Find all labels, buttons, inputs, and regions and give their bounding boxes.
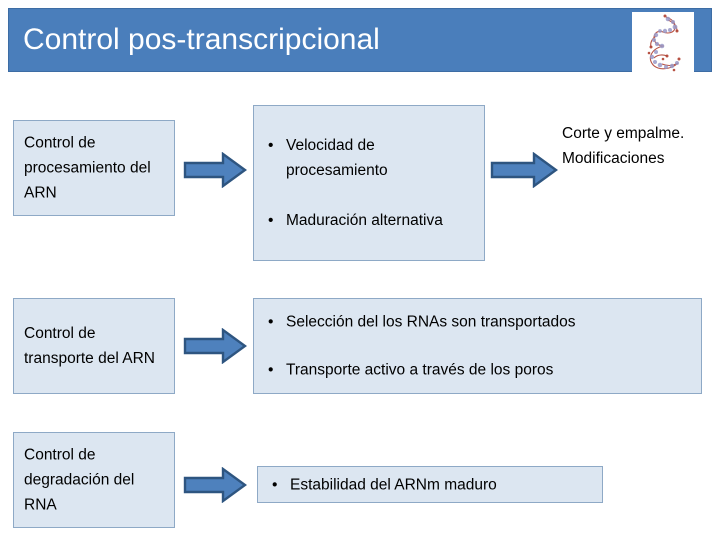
list-item: Maduración alternativa xyxy=(264,208,478,233)
stage-box-degradation[interactable]: Control de degradación del RNA xyxy=(13,432,175,528)
detail-box-degradation[interactable]: Estabilidad del ARNm maduro xyxy=(257,466,603,503)
stage-box-processing[interactable]: Control de procesamiento del ARN xyxy=(13,120,175,216)
stage-box-degradation-label: Control de degradación del RNA xyxy=(24,446,135,514)
list-item: Selección del los RNAs son transportados xyxy=(264,310,695,335)
detail-box-processing[interactable]: Velocidad de procesamiento Maduración al… xyxy=(253,105,485,261)
bullet-list: Selección del los RNAs son transportados… xyxy=(264,310,695,383)
stage-box-transport-label: Control de transporte del ARN xyxy=(24,325,155,367)
detail-box-transport-list: Selección del los RNAs son transportados… xyxy=(264,310,695,383)
list-item: Estabilidad del ARNm maduro xyxy=(268,472,596,497)
detail-box-transport[interactable]: Selección del los RNAs son transportados… xyxy=(253,298,702,394)
stage-box-transport[interactable]: Control de transporte del ARN xyxy=(13,298,175,394)
list-item: Velocidad de procesamiento xyxy=(264,133,478,183)
detail-box-processing-list: Velocidad de procesamiento Maduración al… xyxy=(264,133,478,233)
bullet-list: Estabilidad del ARNm maduro xyxy=(268,472,596,497)
arrow-right-icon-row1-outcome xyxy=(490,152,558,188)
arrow-right-icon-row3-stage xyxy=(183,467,247,503)
detail-box-degradation-list: Estabilidad del ARNm maduro xyxy=(268,472,596,497)
arrow-right-icon-row1-stage xyxy=(183,152,247,188)
rna-molecular-structure-image xyxy=(632,12,694,76)
list-item: Transporte activo a través de los poros xyxy=(264,358,695,383)
stage-box-processing-label: Control de procesamiento del ARN xyxy=(24,134,151,202)
outcome-text-processing: Corte y empalme. Modificaciones xyxy=(562,125,685,167)
arrow-right-icon-row2-stage xyxy=(183,328,247,364)
bullet-list: Velocidad de procesamiento Maduración al… xyxy=(264,133,478,233)
page-title: Control pos-transcripcional xyxy=(23,23,380,56)
slide-header-bar: Control pos-transcripcional xyxy=(8,8,712,72)
